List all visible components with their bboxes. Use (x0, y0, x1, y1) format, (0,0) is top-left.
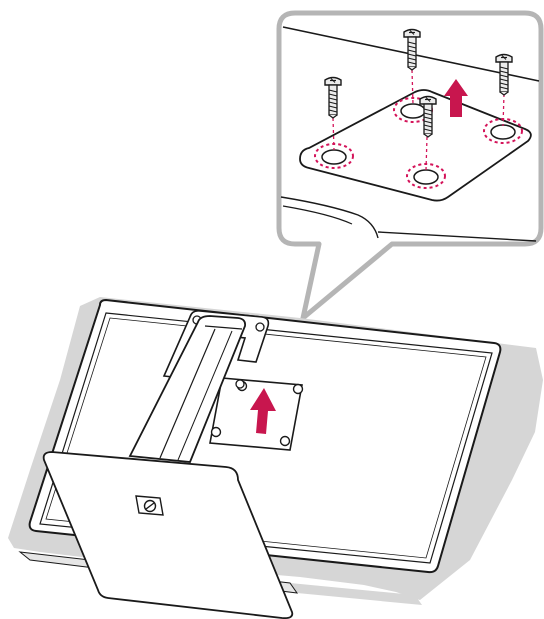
monitor-vesa-area (209, 377, 303, 451)
up-arrow-icon (250, 388, 276, 434)
up-arrow-icon (444, 79, 468, 117)
vesa-mount-plate (299, 89, 532, 202)
stand-base (42, 451, 294, 619)
callout-detail (280, 26, 540, 242)
dashed-circle-icon (406, 163, 446, 189)
stand (42, 310, 294, 619)
mount-hole (406, 163, 446, 189)
